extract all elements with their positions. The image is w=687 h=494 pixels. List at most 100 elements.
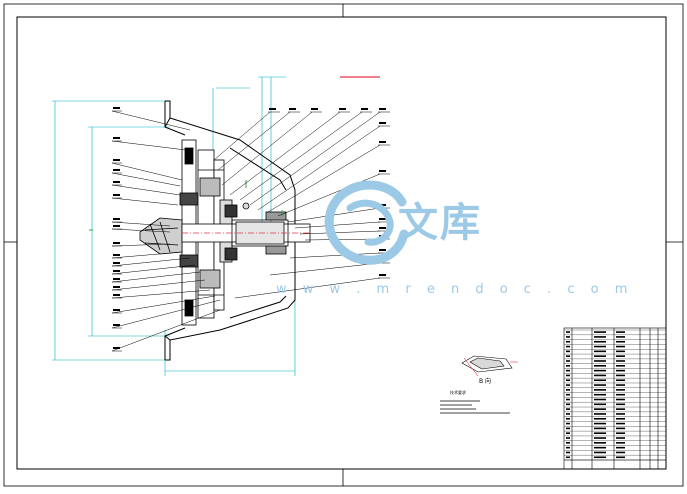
parts-cell-mark xyxy=(566,393,570,396)
parts-cell-mark xyxy=(616,374,625,377)
parts-cell-mark xyxy=(566,446,570,449)
parts-cell-mark xyxy=(616,340,625,343)
parts-cell-mark xyxy=(616,331,625,333)
parts-cell-mark xyxy=(616,437,625,439)
parts-cell-mark xyxy=(566,417,570,420)
parts-cell-mark xyxy=(616,432,625,435)
logo-swirl-icon xyxy=(324,180,409,265)
parts-cell-mark xyxy=(566,340,570,343)
parts-cell-mark xyxy=(594,365,606,367)
parts-cell-mark xyxy=(566,456,570,459)
crankshaft-end xyxy=(139,217,183,255)
parts-cell-mark xyxy=(594,355,606,357)
parts-cell-mark xyxy=(616,446,625,449)
parts-cell-mark xyxy=(566,369,570,372)
parts-cell-mark xyxy=(616,393,625,396)
input-shaft xyxy=(181,202,311,261)
parts-cell-mark xyxy=(594,403,606,406)
parts-cell-mark xyxy=(616,355,625,357)
parts-cell-mark xyxy=(616,413,625,415)
parts-cell-mark xyxy=(594,417,606,420)
parts-cell-mark xyxy=(594,384,606,386)
leaders-right xyxy=(213,111,381,299)
parts-cell-mark xyxy=(594,442,606,444)
parts-cell-mark xyxy=(594,422,606,425)
parts-cell-mark xyxy=(566,422,570,425)
parts-cell-mark xyxy=(594,408,606,410)
parts-cell-mark xyxy=(566,451,570,454)
parts-cell-mark xyxy=(616,451,625,454)
watermark-url: w w w . m r e n d o c . c o m xyxy=(276,282,634,297)
parts-cell-mark xyxy=(616,456,625,459)
parts-cell-mark xyxy=(566,355,570,357)
parts-cell-mark xyxy=(566,398,570,401)
parts-cell-mark xyxy=(616,384,625,386)
parts-cell-mark xyxy=(594,456,606,459)
parts-cell-mark xyxy=(616,417,625,420)
parts-cell-mark xyxy=(594,336,606,338)
parts-cell-mark xyxy=(616,379,625,382)
parts-cell-mark xyxy=(594,427,606,430)
parts-cell-mark xyxy=(566,379,570,382)
tech-requirements-title: 技术要求 xyxy=(450,389,466,395)
parts-cell-mark xyxy=(566,350,570,353)
parts-cell-mark xyxy=(566,432,570,435)
parts-cell-mark xyxy=(594,389,606,391)
leaders-left xyxy=(111,110,221,352)
parts-cell-mark xyxy=(566,374,570,377)
parts-cell-mark xyxy=(594,432,606,435)
view-label: B 向 xyxy=(479,377,491,385)
watermark-brand: 文库 xyxy=(398,200,482,246)
parts-cell-mark xyxy=(616,389,625,391)
parts-cell-mark xyxy=(594,437,606,439)
parts-cell-mark xyxy=(616,365,625,367)
parts-cell-mark xyxy=(594,446,606,449)
parts-cell-mark xyxy=(566,365,570,367)
parts-cell-mark xyxy=(594,379,606,382)
parts-cell-mark xyxy=(566,408,570,410)
parts-cell-mark xyxy=(616,369,625,372)
parts-cell-mark xyxy=(616,442,625,444)
centering-marks xyxy=(4,4,683,486)
parts-cell-mark xyxy=(594,340,606,343)
parts-cell-mark xyxy=(594,331,606,333)
parts-cell-mark xyxy=(566,403,570,406)
parts-cell-mark xyxy=(566,360,570,362)
parts-cell-mark xyxy=(594,360,606,362)
parts-cell-mark xyxy=(566,389,570,391)
parts-list-text-marks xyxy=(566,331,625,459)
parts-cell-mark xyxy=(616,398,625,401)
parts-cell-mark xyxy=(566,384,570,386)
parts-cell-mark xyxy=(566,331,570,333)
parts-cell-mark xyxy=(566,345,570,348)
parts-cell-mark xyxy=(616,408,625,410)
left-text-marks xyxy=(113,107,120,349)
parts-cell-mark xyxy=(616,422,625,425)
balloon-underlines-left xyxy=(112,110,122,352)
parts-cell-mark xyxy=(594,374,606,377)
parts-cell-mark xyxy=(594,393,606,396)
inner-frame xyxy=(16,16,667,470)
parts-list-rows xyxy=(564,329,666,461)
green-marks xyxy=(89,180,283,231)
outer-frame xyxy=(3,3,684,487)
parts-cell-mark xyxy=(594,398,606,401)
parts-cell-mark xyxy=(566,336,570,338)
parts-cell-mark xyxy=(566,427,570,430)
parts-cell-mark xyxy=(616,336,625,338)
parts-cell-mark xyxy=(616,345,625,348)
parts-cell-mark xyxy=(616,403,625,406)
parts-cell-mark xyxy=(594,451,606,454)
parts-cell-mark xyxy=(594,350,606,353)
detail-view-b xyxy=(461,355,518,377)
parts-cell-mark xyxy=(566,437,570,439)
parts-cell-mark xyxy=(616,350,625,353)
parts-cell-mark xyxy=(566,413,570,415)
parts-cell-mark xyxy=(594,413,606,415)
parts-cell-mark xyxy=(566,442,570,444)
parts-cell-mark xyxy=(594,369,606,372)
tech-requirements: 技术要求 xyxy=(440,389,510,414)
parts-cell-mark xyxy=(594,345,606,348)
parts-cell-mark xyxy=(616,427,625,430)
